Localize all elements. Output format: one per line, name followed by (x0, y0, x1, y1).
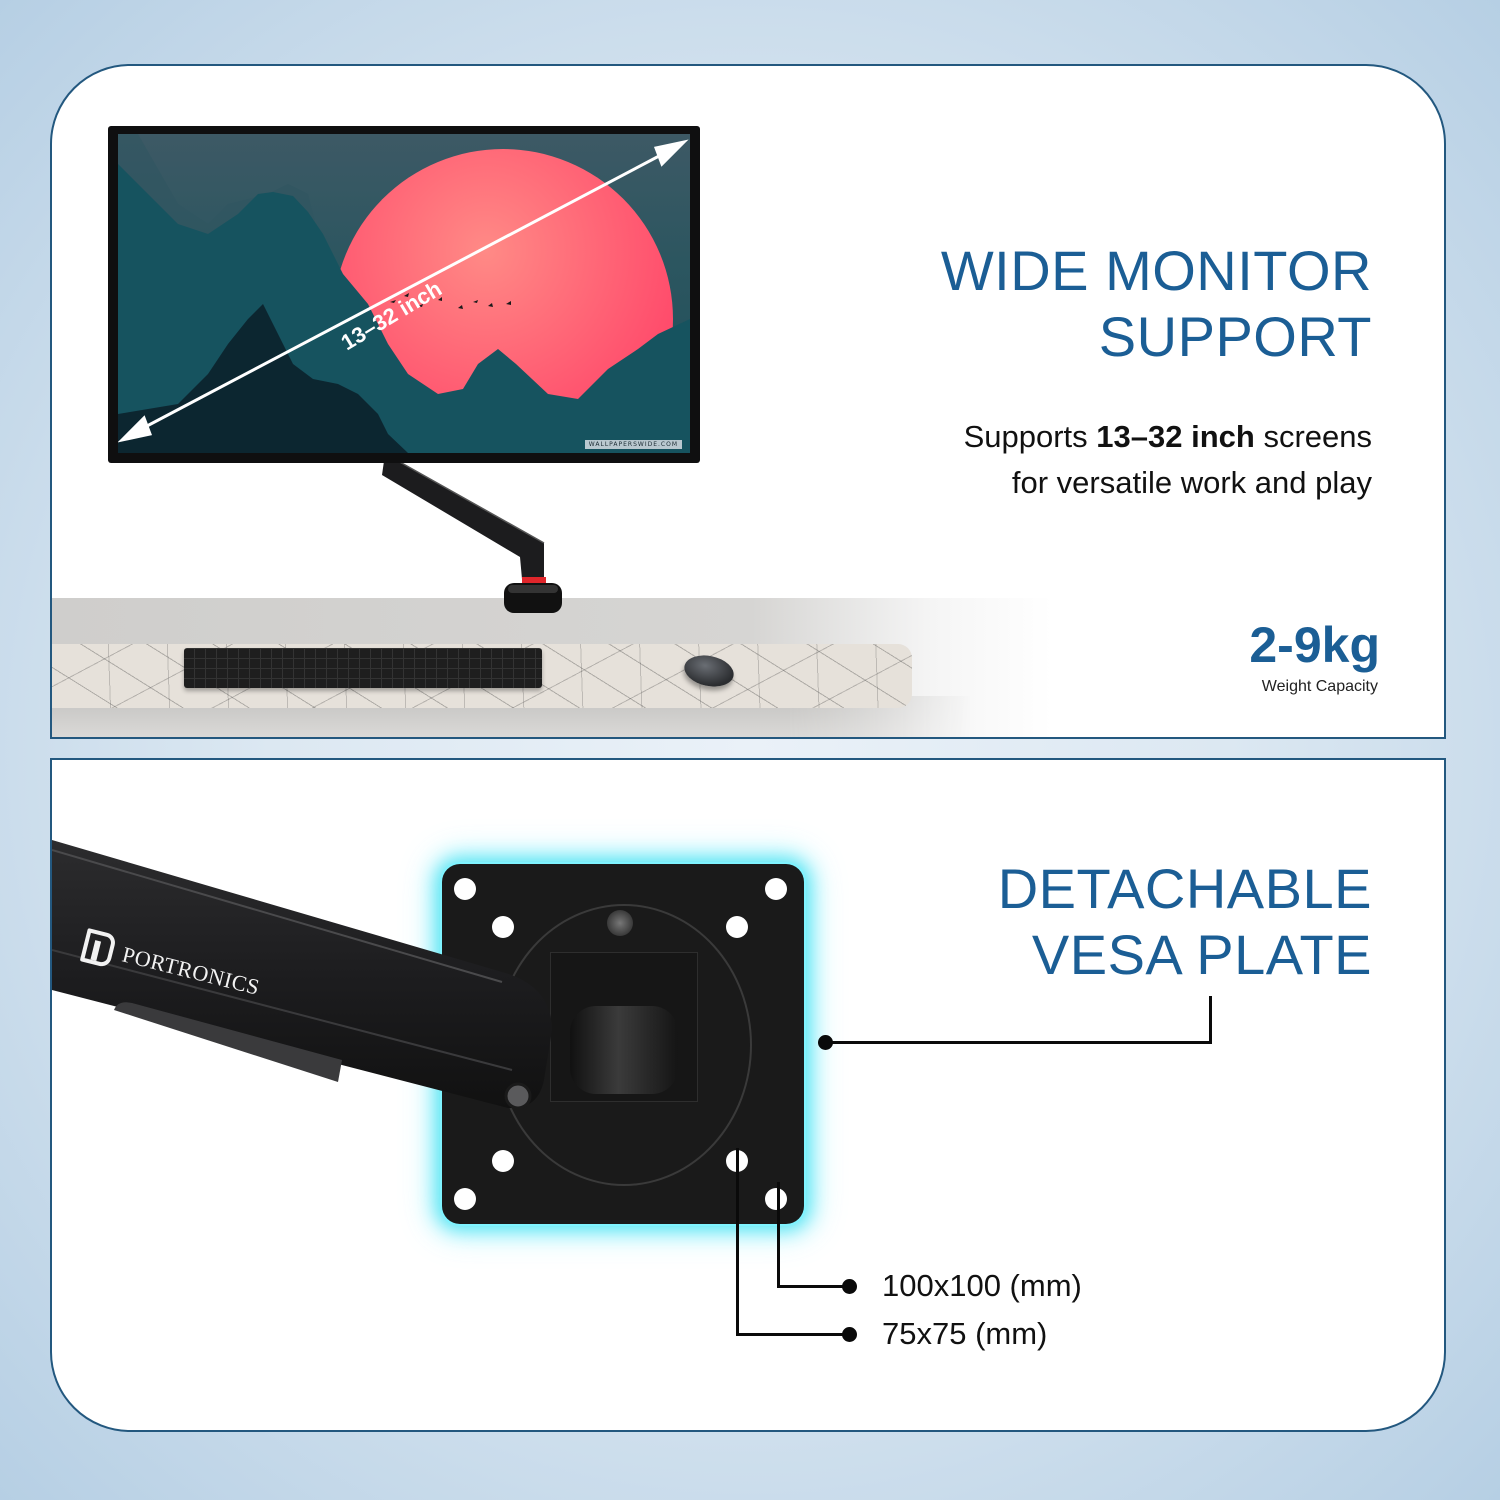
feature-title: WIDE MONITOR SUPPORT (941, 238, 1372, 370)
callout-line (777, 1182, 780, 1288)
callout-dot (842, 1327, 857, 1342)
monitor-screen: 13–32 inch WALLPAPERSWIDE.COM (118, 134, 690, 453)
callout-line (736, 1333, 847, 1336)
vesa-spec-75: 75x75 (mm) (882, 1316, 1048, 1351)
callout-dot (842, 1279, 857, 1294)
feature-title-line-2: VESA PLATE (1031, 923, 1372, 986)
callout-line (1209, 996, 1212, 1044)
weight-capacity-label: Weight Capacity (1261, 678, 1378, 695)
portronics-logo-icon (79, 928, 118, 969)
keyboard-image (184, 648, 542, 688)
monitor-arm-image (382, 461, 562, 613)
feature-title: DETACHABLE VESA PLATE (998, 856, 1372, 988)
thumb-screw (607, 910, 633, 936)
weight-capacity-value: 2-9kg (1249, 617, 1380, 673)
feature-description: Supports 13–32 inch screens for versatil… (964, 414, 1372, 506)
callout-line (736, 1148, 739, 1336)
feature-title-line-1: WIDE MONITOR (940, 239, 1372, 302)
feature-title-line-2: SUPPORT (1098, 305, 1372, 368)
callout-line (777, 1285, 847, 1288)
vesa-hole (765, 1188, 787, 1210)
vesa-hole (492, 916, 514, 938)
wallpaper-watermark: WALLPAPERSWIDE.COM (584, 440, 682, 449)
monitor-arm-closeup (52, 840, 552, 1110)
description-line-2: for versatile work and play (1011, 465, 1372, 500)
tilt-joint (570, 1006, 678, 1094)
vesa-hole (454, 878, 476, 900)
vesa-hole (765, 878, 787, 900)
description-size-range: 13–32 inch (1096, 419, 1255, 454)
vesa-hole (726, 916, 748, 938)
monitor-image: 13–32 inch WALLPAPERSWIDE.COM (108, 126, 700, 463)
feature-title-line-1: DETACHABLE (997, 857, 1372, 920)
wide-monitor-support-panel: 13–32 inch WALLPAPERSWIDE.COM WIDE MONIT… (50, 64, 1446, 739)
callout-line (825, 1041, 1212, 1044)
vesa-spec-100: 100x100 (mm) (882, 1268, 1082, 1303)
description-suffix: screens (1254, 419, 1372, 454)
vesa-hole (454, 1188, 476, 1210)
description-prefix: Supports (963, 419, 1097, 454)
mountain-sunset-wallpaper (118, 134, 690, 453)
vesa-hole (492, 1150, 514, 1172)
detachable-vesa-plate-panel: PORTRONICS DETACHABLE VESA PLATE 100x100… (50, 758, 1446, 1432)
